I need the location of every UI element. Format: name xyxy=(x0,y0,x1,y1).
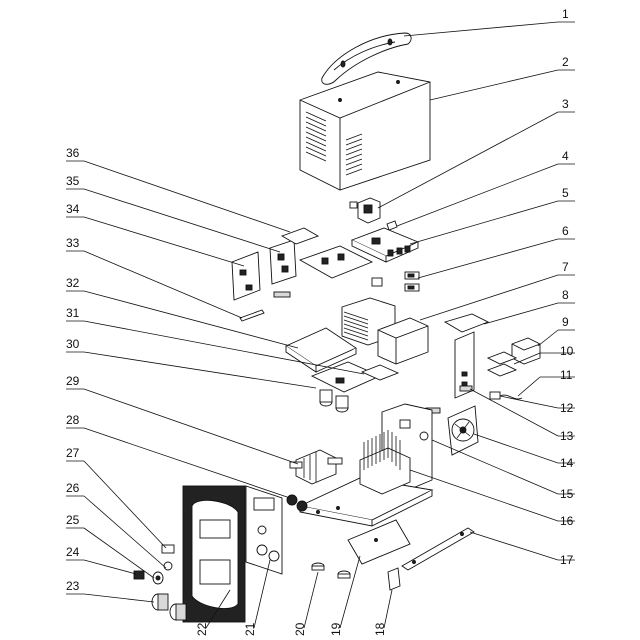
callout-21: 21 xyxy=(243,622,257,636)
callout-19: 19 xyxy=(329,622,343,636)
callout-25: 25 xyxy=(66,513,80,527)
callout-22: 22 xyxy=(195,622,209,636)
callout-7: 7 xyxy=(562,260,569,274)
part-28-output-terminals xyxy=(286,494,308,512)
part-19-base-plate xyxy=(347,519,411,565)
part-2-top-cover xyxy=(299,71,431,191)
part-23-knobs xyxy=(151,593,187,621)
part-33-terminal xyxy=(273,291,291,298)
part-20-feet xyxy=(311,562,351,579)
callout-1: 1 xyxy=(562,7,569,21)
part-30-capacitor-board xyxy=(310,361,382,413)
callout-17: 17 xyxy=(560,553,574,567)
part-25-small-knob xyxy=(152,571,164,585)
part-18-block xyxy=(387,567,401,591)
part-17-bar xyxy=(401,527,475,571)
callout-16: 16 xyxy=(560,514,574,528)
callout-13: 13 xyxy=(560,429,574,443)
part-34-bracket-plate xyxy=(231,251,261,301)
callout-27: 27 xyxy=(66,446,80,460)
callouts-bottom: 22 21 20 19 18 xyxy=(195,622,387,636)
callout-31: 31 xyxy=(66,306,80,320)
part-35-side-bracket xyxy=(269,239,297,285)
callout-8: 8 xyxy=(562,288,569,302)
part-15-16-chassis xyxy=(298,403,434,527)
callout-2: 2 xyxy=(562,55,569,69)
callout-3: 3 xyxy=(562,97,569,111)
callout-14: 14 xyxy=(560,456,574,470)
part-10-bracket xyxy=(486,351,518,377)
callout-11: 11 xyxy=(560,368,573,382)
part-8-bracket xyxy=(443,313,490,399)
callout-15: 15 xyxy=(560,487,574,501)
callout-12: 12 xyxy=(560,401,574,415)
part-7-heatsink-block xyxy=(341,297,429,365)
part-4-clip xyxy=(386,220,398,231)
callout-35: 35 xyxy=(66,174,80,188)
part-9-component xyxy=(511,337,541,365)
callout-34: 34 xyxy=(66,202,80,216)
callout-5: 5 xyxy=(562,186,569,200)
callout-6: 6 xyxy=(562,224,569,238)
callout-18: 18 xyxy=(373,622,387,636)
callout-20: 20 xyxy=(293,622,307,636)
callout-33: 33 xyxy=(66,236,80,250)
callout-4: 4 xyxy=(562,149,569,163)
callouts-left: 36 35 34 33 32 31 30 29 28 27 26 25 24 2… xyxy=(66,146,80,593)
callout-30: 30 xyxy=(66,337,80,351)
leader-lines xyxy=(66,21,575,629)
part-12-13-terminals xyxy=(425,385,473,414)
callout-24: 24 xyxy=(66,545,80,559)
callout-26: 26 xyxy=(66,481,80,495)
callout-10: 10 xyxy=(560,344,574,358)
part-36-aux-board xyxy=(280,227,383,287)
callout-36: 36 xyxy=(66,146,80,160)
part-29-inductor xyxy=(289,449,343,485)
callout-28: 28 xyxy=(66,413,80,427)
part-33-small-bar xyxy=(239,309,265,322)
part-5-control-board xyxy=(350,227,420,263)
part-14-fan xyxy=(447,405,479,456)
part-3-switch xyxy=(349,197,381,224)
part-1-handle xyxy=(321,32,412,85)
callout-32: 32 xyxy=(66,276,80,290)
callout-23: 23 xyxy=(66,579,80,593)
callout-29: 29 xyxy=(66,374,80,388)
part-24-cap xyxy=(133,570,145,580)
part-6-connectors xyxy=(404,271,420,292)
part-31-insulation-sheet xyxy=(360,364,400,381)
callouts-right: 1 2 3 4 5 6 7 8 9 10 11 12 13 14 15 16 1… xyxy=(560,7,574,567)
part-11-cable xyxy=(489,391,523,400)
part-32-main-board xyxy=(285,327,357,373)
part-21-front-panel xyxy=(245,485,283,575)
part-22-front-bezel xyxy=(182,485,246,623)
callout-9: 9 xyxy=(562,315,569,329)
